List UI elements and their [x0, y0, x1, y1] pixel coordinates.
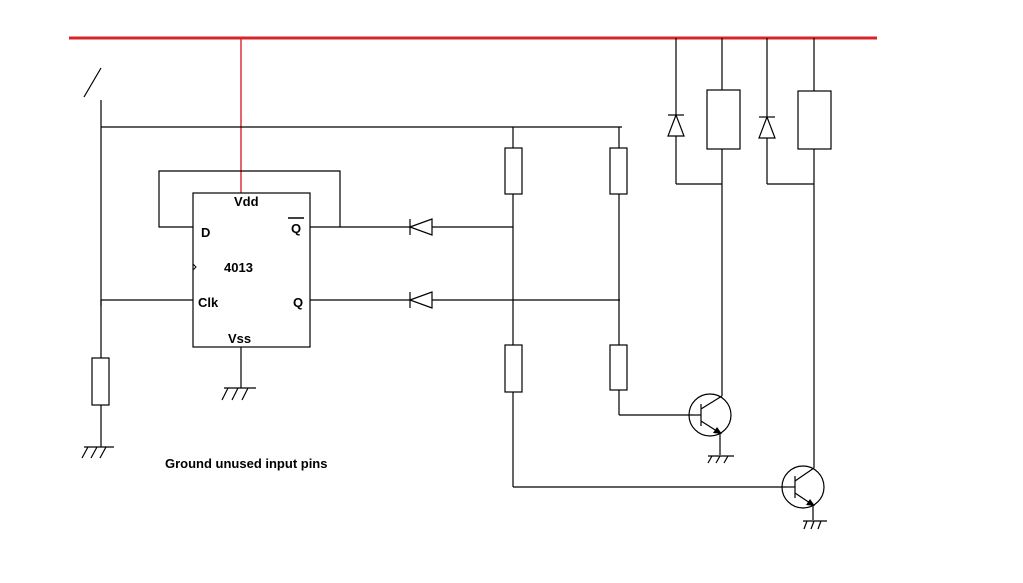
- ground-symbol-ic: [221, 387, 256, 401]
- ground-pins-note: Ground unused input pins: [165, 456, 327, 471]
- pin-label-q-bar: Q: [291, 221, 301, 236]
- diode-q: [408, 291, 433, 309]
- ground-symbol-transistor-2: [803, 520, 827, 530]
- pin-label-vss: Vss: [228, 331, 251, 346]
- diode-q-bar: [408, 218, 433, 236]
- switch: [83, 67, 102, 306]
- flyback-diode-2: [758, 115, 776, 139]
- column-b-wiring: [618, 127, 693, 416]
- pin-label-q: Q: [293, 295, 303, 310]
- column-a-wiring: [512, 127, 786, 488]
- relay-coil-1: [706, 89, 741, 150]
- transistor-2: [781, 465, 825, 520]
- chip-part-number: 4013: [224, 260, 253, 275]
- pin-label-vdd: Vdd: [234, 194, 259, 209]
- transistor-1: [688, 393, 732, 455]
- relay-coil-2: [797, 90, 832, 150]
- clock-edge-marker: [192, 263, 197, 271]
- ground-symbol-transistor-1: [707, 455, 734, 464]
- resistor-b-upper: [609, 147, 628, 195]
- relay-2-group: [766, 38, 815, 468]
- resistor-b-lower: [609, 344, 628, 391]
- pin-label-clk: Clk: [198, 295, 219, 310]
- pulldown-resistor: [91, 300, 110, 447]
- ground-symbol-left: [81, 446, 114, 459]
- feedback-wire: [158, 170, 341, 228]
- resistor-a-lower: [504, 344, 523, 393]
- relay-1-group: [675, 38, 723, 396]
- flyback-diode-1: [667, 113, 685, 137]
- ic-4013: Vdd D Q 4013 Clk Q Vss: [192, 192, 311, 348]
- resistor-a-upper: [504, 147, 523, 195]
- pin-label-d: D: [201, 225, 210, 240]
